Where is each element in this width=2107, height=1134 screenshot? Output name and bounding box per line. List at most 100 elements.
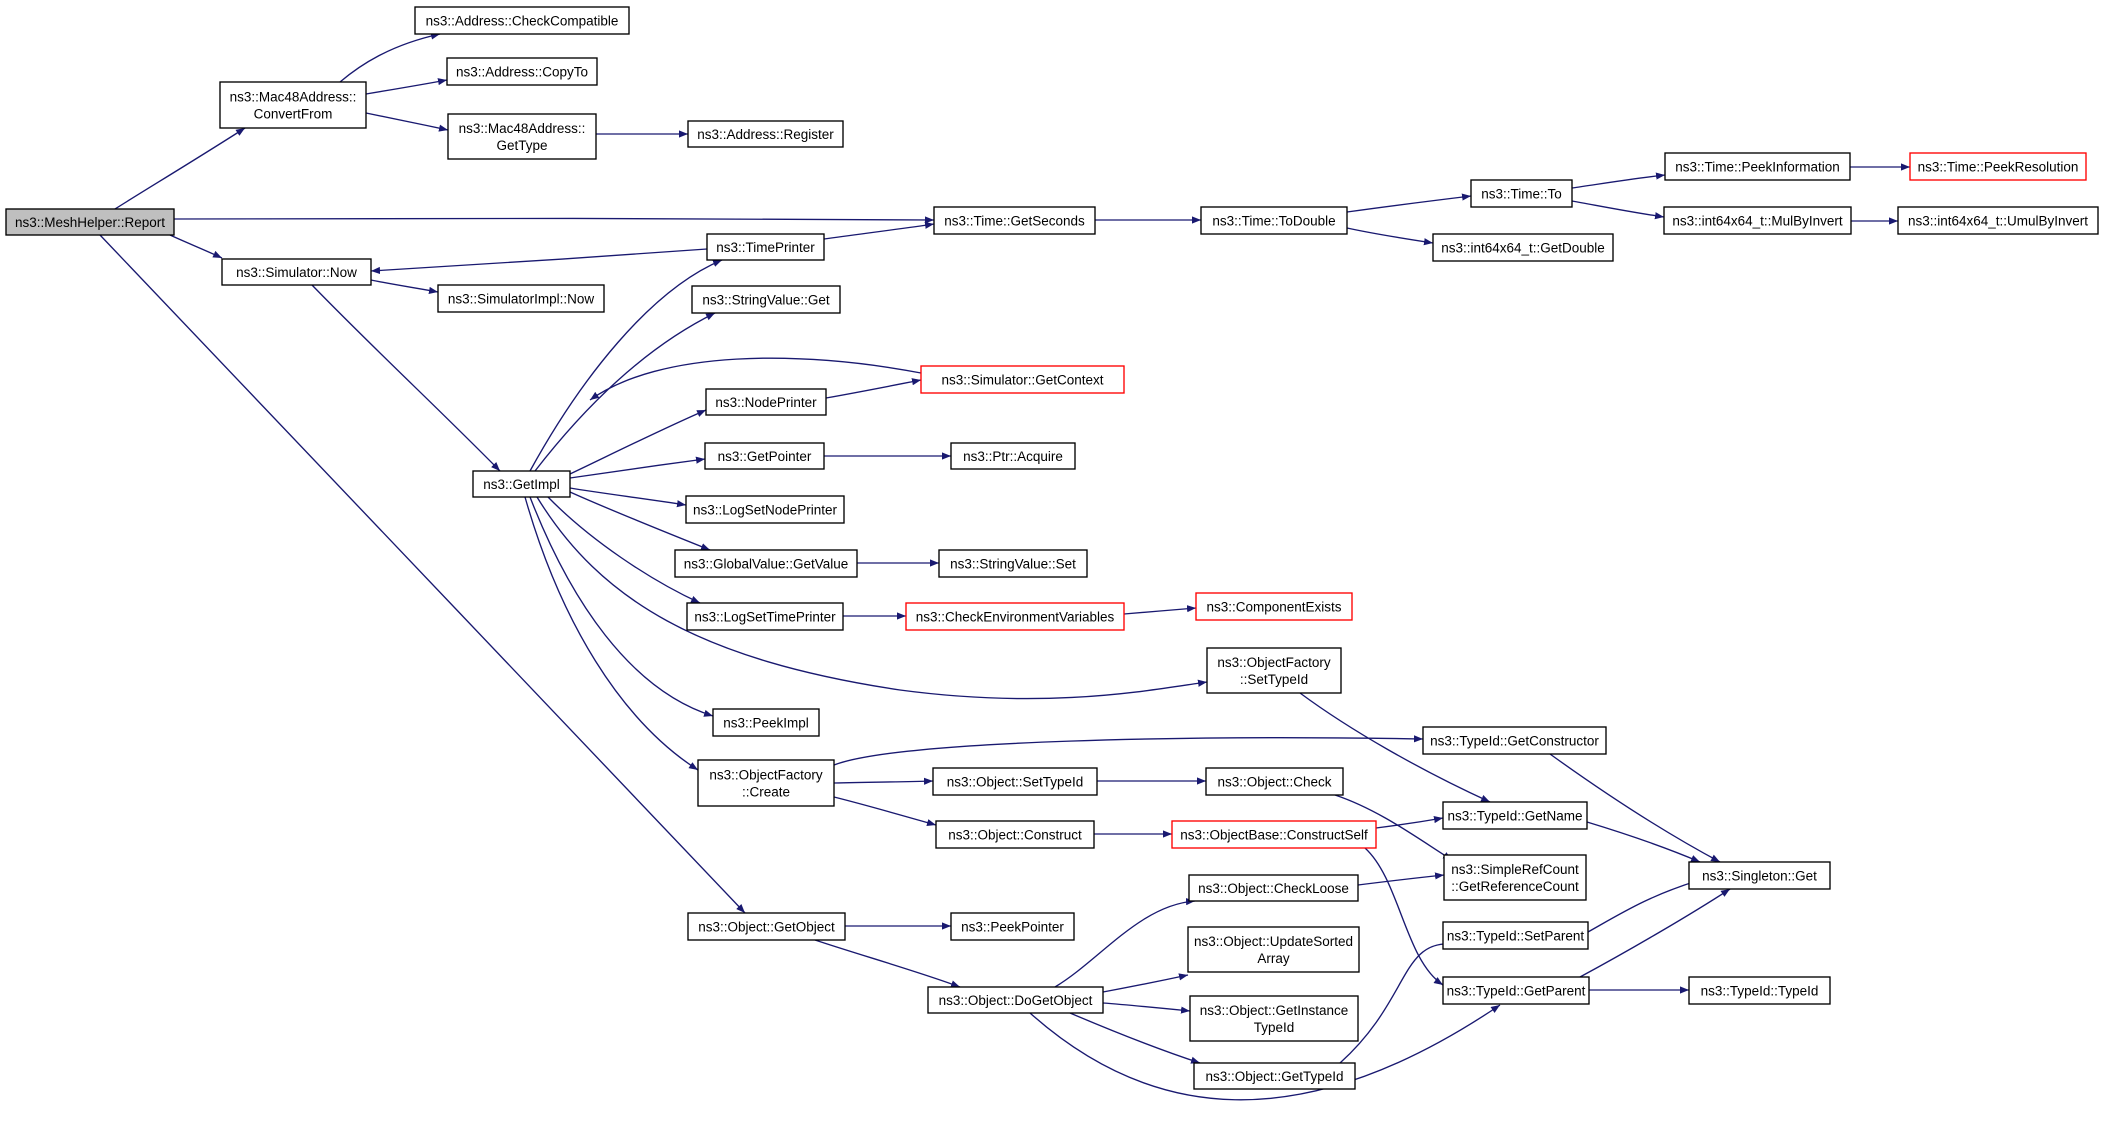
node-box: [1442, 976, 1590, 1005]
edge-object_checkloose-to-simplerefcount: [1357, 872, 1445, 886]
node-box: [674, 549, 858, 578]
edge-nodeprinter-to-sim_getcontext: [825, 378, 922, 399]
node-box: [920, 365, 1125, 394]
node-time_peekinfo[interactable]: ns3::Time::PeekInformation: [1664, 152, 1851, 181]
node-addr_checkcompat[interactable]: ns3::Address::CheckCompatible: [414, 6, 630, 35]
node-objectbase_constructself[interactable]: ns3::ObjectBase::ConstructSelf: [1171, 820, 1377, 849]
node-label: GetType: [496, 138, 547, 153]
node-mac48_convert[interactable]: ns3::Mac48Address::ConvertFrom: [219, 81, 367, 129]
node-label: ::SetTypeId: [1240, 672, 1308, 687]
edge-getimpl-to-objfactory_settypeid: [536, 496, 1208, 700]
node-stringvalue_get[interactable]: ns3::StringValue::Get: [691, 285, 841, 314]
node-box: [1188, 874, 1359, 902]
node-label: ns3::TypeId::GetConstructor: [1430, 734, 1599, 749]
node-getimpl[interactable]: ns3::GetImpl: [472, 470, 571, 498]
node-label: ns3::TypeId::TypeId: [1701, 984, 1819, 999]
node-time_peekres[interactable]: ns3::Time::PeekResolution: [1909, 152, 2087, 181]
node-simplerefcount[interactable]: ns3::SimpleRefCount::GetReferenceCount: [1443, 854, 1587, 901]
node-label: ns3::Object::GetTypeId: [1205, 1069, 1343, 1084]
node-simimpl_now[interactable]: ns3::SimulatorImpl::Now: [437, 284, 605, 313]
node-typeid_getconstructor[interactable]: ns3::TypeId::GetConstructor: [1422, 726, 1607, 755]
edge-report-to-sim_now: [169, 234, 223, 259]
node-label: ns3::LogSetTimePrinter: [694, 610, 836, 625]
node-label: ns3::Time::PeekInformation: [1675, 160, 1840, 175]
node-objfactory_settypeid[interactable]: ns3::ObjectFactory::SetTypeId: [1206, 647, 1342, 694]
edge-time_todouble-to-time_to: [1346, 193, 1472, 213]
node-object_construct[interactable]: ns3::Object::Construct: [935, 820, 1095, 849]
node-box: [472, 470, 571, 498]
node-checkenv[interactable]: ns3::CheckEnvironmentVariables: [905, 602, 1125, 631]
edge-objfactory_create-to-object_construct: [833, 796, 937, 827]
node-time_getseconds[interactable]: ns3::Time::GetSeconds: [933, 206, 1096, 235]
node-sim_getcontext[interactable]: ns3::Simulator::GetContext: [920, 365, 1125, 394]
node-label: ns3::Object::SetTypeId: [947, 775, 1084, 790]
node-logsetnodeprinter[interactable]: ns3::LogSetNodePrinter: [685, 495, 845, 524]
edge-mac48_convert-to-mac48_gettype: [365, 112, 449, 132]
node-peekimpl[interactable]: ns3::PeekImpl: [712, 708, 820, 737]
edge-objfactory_create-to-object_settypeid: [833, 777, 934, 785]
node-box: [932, 767, 1098, 796]
node-label: ns3::TypeId::GetName: [1447, 809, 1582, 824]
edge-getimpl-to-stringvalue_get: [534, 312, 716, 472]
node-label: ns3::ObjectFactory: [709, 768, 823, 783]
node-typeid_getparent[interactable]: ns3::TypeId::GetParent: [1442, 976, 1590, 1005]
node-getpointer[interactable]: ns3::GetPointer: [704, 442, 825, 470]
node-object_getobject[interactable]: ns3::Object::GetObject: [687, 912, 846, 941]
node-box: [446, 57, 598, 86]
node-logsettimeprinter[interactable]: ns3::LogSetTimePrinter: [686, 602, 844, 631]
node-label: ns3::ComponentExists: [1206, 600, 1341, 615]
node-addr_register[interactable]: ns3::Address::Register: [687, 120, 844, 148]
node-timeprinter[interactable]: ns3::TimePrinter: [706, 233, 825, 261]
node-int64_mulbyinvert[interactable]: ns3::int64x64_t::MulByInvert: [1663, 206, 1852, 235]
edge-typeid_getconstructor-to-singleton_get: [1549, 753, 1721, 863]
node-object_dogetobject[interactable]: ns3::Object::DoGetObject: [927, 986, 1104, 1014]
edge-time_to-to-time_peekinfo: [1571, 172, 1666, 189]
node-object_gettypeid[interactable]: ns3::Object::GetTypeId: [1193, 1062, 1356, 1090]
node-label: ns3::Time::ToDouble: [1212, 214, 1335, 229]
node-box: [1205, 767, 1344, 796]
edge-checkenv-to-componentexists: [1123, 605, 1197, 615]
node-box: [1442, 921, 1589, 950]
node-ptr_acquire[interactable]: ns3::Ptr::Acquire: [950, 442, 1076, 470]
node-typeid_setparent[interactable]: ns3::TypeId::SetParent: [1442, 921, 1589, 950]
edge-getimpl-to-timeprinter: [529, 259, 723, 472]
node-int64_umulbyinvert[interactable]: ns3::int64x64_t::UmulByInvert: [1897, 206, 2099, 235]
node-label: Array: [1257, 951, 1290, 966]
node-box: [1909, 152, 2087, 181]
node-label: ns3::SimpleRefCount: [1451, 862, 1579, 877]
node-typeid_getname[interactable]: ns3::TypeId::GetName: [1442, 801, 1588, 830]
node-label: ns3::Time::PeekResolution: [1918, 160, 2079, 175]
node-addr_copyto[interactable]: ns3::Address::CopyTo: [446, 57, 598, 86]
node-objfactory_create[interactable]: ns3::ObjectFactory::Create: [697, 759, 835, 807]
node-time_to[interactable]: ns3::Time::To: [1470, 179, 1573, 208]
node-box: [219, 81, 367, 129]
node-label: ns3::Simulator::Now: [236, 265, 357, 280]
node-object_check[interactable]: ns3::Object::Check: [1205, 767, 1344, 796]
node-peekpointer[interactable]: ns3::PeekPointer: [950, 912, 1075, 941]
node-singleton_get[interactable]: ns3::Singleton::Get: [1688, 861, 1831, 890]
node-stringvalue_set[interactable]: ns3::StringValue::Set: [938, 549, 1088, 578]
node-label: ns3::Object::GetInstance: [1200, 1003, 1349, 1018]
node-time_todouble[interactable]: ns3::Time::ToDouble: [1200, 206, 1348, 235]
node-object_checkloose[interactable]: ns3::Object::CheckLoose: [1188, 874, 1359, 902]
node-object_settypeid[interactable]: ns3::Object::SetTypeId: [932, 767, 1098, 796]
node-sim_now[interactable]: ns3::Simulator::Now: [221, 258, 372, 286]
node-typeid_typeid[interactable]: ns3::TypeId::TypeId: [1688, 976, 1831, 1005]
node-box: [1200, 206, 1348, 235]
node-label: ns3::LogSetNodePrinter: [693, 503, 838, 518]
node-report[interactable]: ns3::MeshHelper::Report: [5, 208, 175, 236]
node-mac48_gettype[interactable]: ns3::Mac48Address::GetType: [447, 113, 597, 160]
node-int64_getdouble[interactable]: ns3::int64x64_t::GetDouble: [1432, 233, 1614, 262]
node-componentexists[interactable]: ns3::ComponentExists: [1195, 592, 1353, 621]
node-label: ns3::GetPointer: [718, 449, 812, 464]
node-box: [1470, 179, 1573, 208]
edge-object_getobject-to-object_dogetobject: [814, 939, 961, 988]
node-globalvalue_getvalue[interactable]: ns3::GlobalValue::GetValue: [674, 549, 858, 578]
node-label: ns3::TypeId::SetParent: [1447, 929, 1585, 944]
edge-object_dogetobject-to-object_checkloose: [1054, 898, 1196, 988]
node-nodeprinter[interactable]: ns3::NodePrinter: [705, 388, 827, 416]
node-label: ns3::int64x64_t::UmulByInvert: [1908, 214, 2088, 229]
node-label: ::GetReferenceCount: [1451, 879, 1579, 894]
